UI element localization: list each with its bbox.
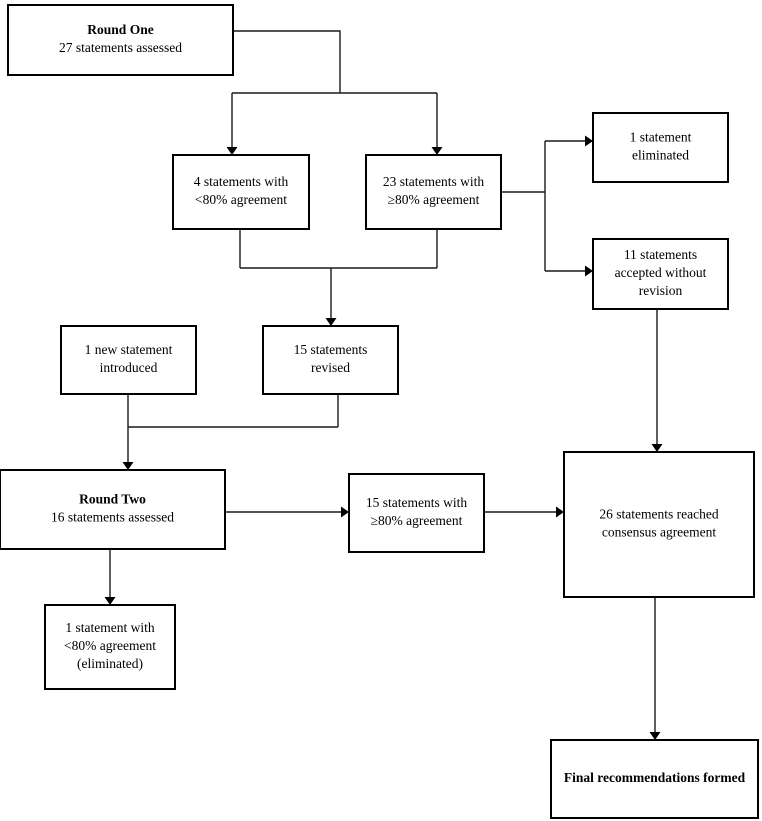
final-recommendations-box-line-1: Final recommendations formed bbox=[564, 770, 746, 785]
round-one-box-rect bbox=[7, 4, 234, 76]
high-agreement-round-two-box-line-2: ≥80% agreement bbox=[371, 513, 463, 528]
arrow-head-down bbox=[325, 318, 337, 326]
eliminated-round-one-box-line-2: eliminated bbox=[632, 148, 689, 163]
arrow-head-down bbox=[651, 444, 663, 452]
arrow-head-right bbox=[556, 506, 564, 518]
low-agreement-round-two-box-line-1: 1 statement with bbox=[65, 620, 154, 635]
connector-round-one-to-split-bar bbox=[226, 30, 443, 155]
connector-revised-to-round-two bbox=[122, 394, 339, 470]
consensus-reached-box-line-2: consensus agreement bbox=[602, 525, 717, 540]
arrow-head-right bbox=[585, 265, 593, 277]
arrow-head-right bbox=[585, 135, 593, 147]
high-agreement-round-two-box-line-1: 15 statements with bbox=[366, 495, 467, 510]
connector-merge-to-revised bbox=[239, 229, 438, 326]
high-agreement-round-one-box[interactable]: 23 statements with ≥80% agreement bbox=[365, 154, 502, 230]
high-agreement-round-two-box[interactable]: 15 statements with ≥80% agreement bbox=[348, 473, 485, 553]
round-one-box-line-2: 27 statements assessed bbox=[59, 40, 182, 55]
eliminated-round-one-box-rect bbox=[592, 112, 729, 183]
accepted-without-revision-box-line-2: accepted without bbox=[615, 265, 707, 280]
new-statement-introduced-box[interactable]: 1 new statement introduced bbox=[60, 325, 197, 395]
consensus-reached-box[interactable]: 26 statements reached consensus agreement bbox=[563, 451, 755, 598]
round-two-box-line-2: 16 statements assessed bbox=[51, 510, 174, 525]
arrow-head-down bbox=[122, 462, 134, 470]
round-two-box-line-1: Round Two bbox=[79, 492, 146, 507]
low-agreement-round-one-box[interactable]: 4 statements with <80% agreement bbox=[172, 154, 310, 230]
low-agreement-round-two-box-line-2: <80% agreement bbox=[64, 638, 156, 653]
connector-round-two-to-high-agreement bbox=[225, 506, 349, 518]
accepted-without-revision-box-line-3: revision bbox=[639, 283, 683, 298]
statements-revised-box[interactable]: 15 statements revised bbox=[262, 325, 399, 395]
new-statement-introduced-box-line-1: 1 new statement bbox=[85, 342, 173, 357]
final-recommendations-box[interactable]: Final recommendations formed bbox=[550, 739, 759, 819]
arrow-head-down bbox=[104, 597, 116, 605]
connector-round-two-to-low-agreement bbox=[104, 549, 116, 605]
low-agreement-round-two-box-line-3: (eliminated) bbox=[77, 656, 143, 671]
low-agreement-round-two-box-rect bbox=[44, 604, 176, 690]
low-agreement-round-one-box-line-2: <80% agreement bbox=[195, 192, 287, 207]
final-recommendations-box-rect bbox=[550, 739, 759, 819]
eliminated-round-one-box-line-1: 1 statement bbox=[630, 130, 692, 145]
connector-layer bbox=[104, 30, 663, 740]
statements-revised-box-rect bbox=[262, 325, 399, 395]
arrow-head-down bbox=[649, 732, 661, 740]
connector-consensus-to-final bbox=[649, 597, 661, 740]
statements-revised-box-line-1: 15 statements bbox=[294, 342, 368, 357]
accepted-without-revision-box-line-1: 11 statements bbox=[624, 247, 697, 262]
round-one-box-line-1: Round One bbox=[87, 22, 153, 37]
consensus-reached-box-line-1: 26 statements reached bbox=[599, 507, 718, 522]
low-agreement-round-one-box-line-1: 4 statements with bbox=[194, 174, 289, 189]
accepted-without-revision-box-rect bbox=[592, 238, 729, 310]
round-two-box-rect bbox=[0, 469, 226, 550]
statements-revised-box-line-2: revised bbox=[311, 360, 350, 375]
connector-accepted-to-consensus bbox=[651, 309, 663, 452]
low-agreement-round-one-box-rect bbox=[172, 154, 310, 230]
arrow-head-down bbox=[226, 147, 238, 155]
high-agreement-round-one-box-rect bbox=[365, 154, 502, 230]
eliminated-round-one-box[interactable]: 1 statement eliminated bbox=[592, 112, 729, 183]
low-agreement-round-two-box[interactable]: 1 statement with <80% agreement (eliminate… bbox=[44, 604, 176, 690]
high-agreement-round-two-box-rect bbox=[348, 473, 485, 553]
new-statement-introduced-box-line-2: introduced bbox=[100, 360, 158, 375]
round-one-box[interactable]: Round One 27 statements assessed bbox=[7, 4, 234, 76]
consensus-reached-box-rect bbox=[563, 451, 755, 598]
round-two-box[interactable]: Round Two 16 statements assessed bbox=[0, 469, 226, 550]
node-layer: Round One 27 statements assessed 4 stateme… bbox=[0, 4, 759, 819]
high-agreement-round-one-box-line-1: 23 statements with bbox=[383, 174, 484, 189]
new-statement-introduced-box-rect bbox=[60, 325, 197, 395]
arrow-head-down bbox=[431, 147, 443, 155]
connector-high-agreement-split bbox=[501, 135, 593, 277]
arrow-head-right bbox=[341, 506, 349, 518]
high-agreement-round-one-box-line-2: ≥80% agreement bbox=[388, 192, 480, 207]
accepted-without-revision-box[interactable]: 11 statements accepted without revision bbox=[592, 238, 729, 310]
connector-high-agreement-to-consensus bbox=[484, 506, 564, 518]
